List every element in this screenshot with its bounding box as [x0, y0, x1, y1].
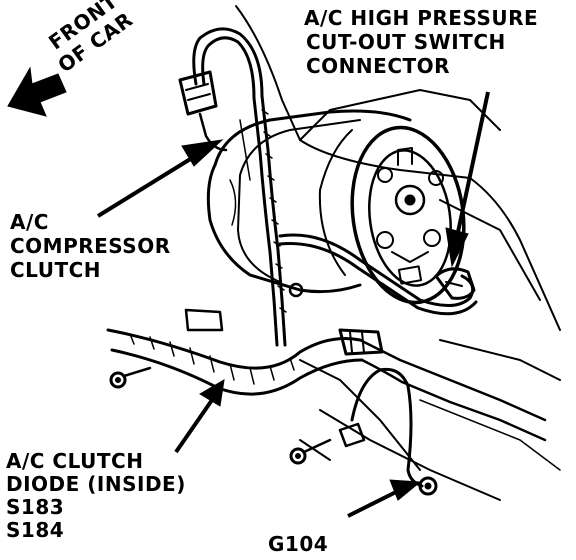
front-of-car-arrow	[7, 66, 67, 117]
ground-terminals	[109, 282, 332, 465]
switch-connector-line-2: CUT-OUT SWITCH	[306, 30, 506, 54]
compressor-clutch-line-1: A/C	[10, 210, 49, 234]
arrow-compressor-clutch	[96, 139, 224, 218]
switch-connector-label: A/C HIGH PRESSURE CUT-OUT SWITCH CONNECT…	[304, 6, 538, 78]
splice-s183: S183	[6, 495, 65, 519]
splice-s184: S184	[6, 518, 65, 542]
callout-arrows	[96, 91, 490, 518]
ground-wire-g104	[338, 367, 438, 496]
clutch-wire-harness	[178, 27, 287, 347]
switch-connector-line-3: CONNECTOR	[306, 54, 451, 78]
clutch-diode-label: A/C CLUTCH DIODE (INSIDE) S183 S184	[6, 450, 186, 542]
arrow-switch-connector	[445, 91, 490, 268]
main-wiring-harness	[106, 308, 561, 501]
ground-g104-label: G104	[268, 532, 329, 556]
compressor-clutch-label: A/C COMPRESSOR CLUTCH	[10, 210, 171, 282]
body-panel-lines	[235, 5, 561, 331]
compressor-clutch-line-3: CLUTCH	[10, 258, 102, 282]
arrow-g104	[347, 479, 422, 518]
clutch-diode-line-2: DIODE (INSIDE)	[6, 472, 186, 496]
arrow-clutch-diode	[174, 379, 225, 454]
compressor-clutch-line-2: COMPRESSOR	[10, 234, 171, 258]
clutch-diode-line-1: A/C CLUTCH	[6, 449, 144, 473]
switch-connector-line-1: A/C HIGH PRESSURE	[304, 6, 539, 30]
switch-wire	[278, 233, 478, 316]
ac-compressor	[206, 109, 466, 305]
